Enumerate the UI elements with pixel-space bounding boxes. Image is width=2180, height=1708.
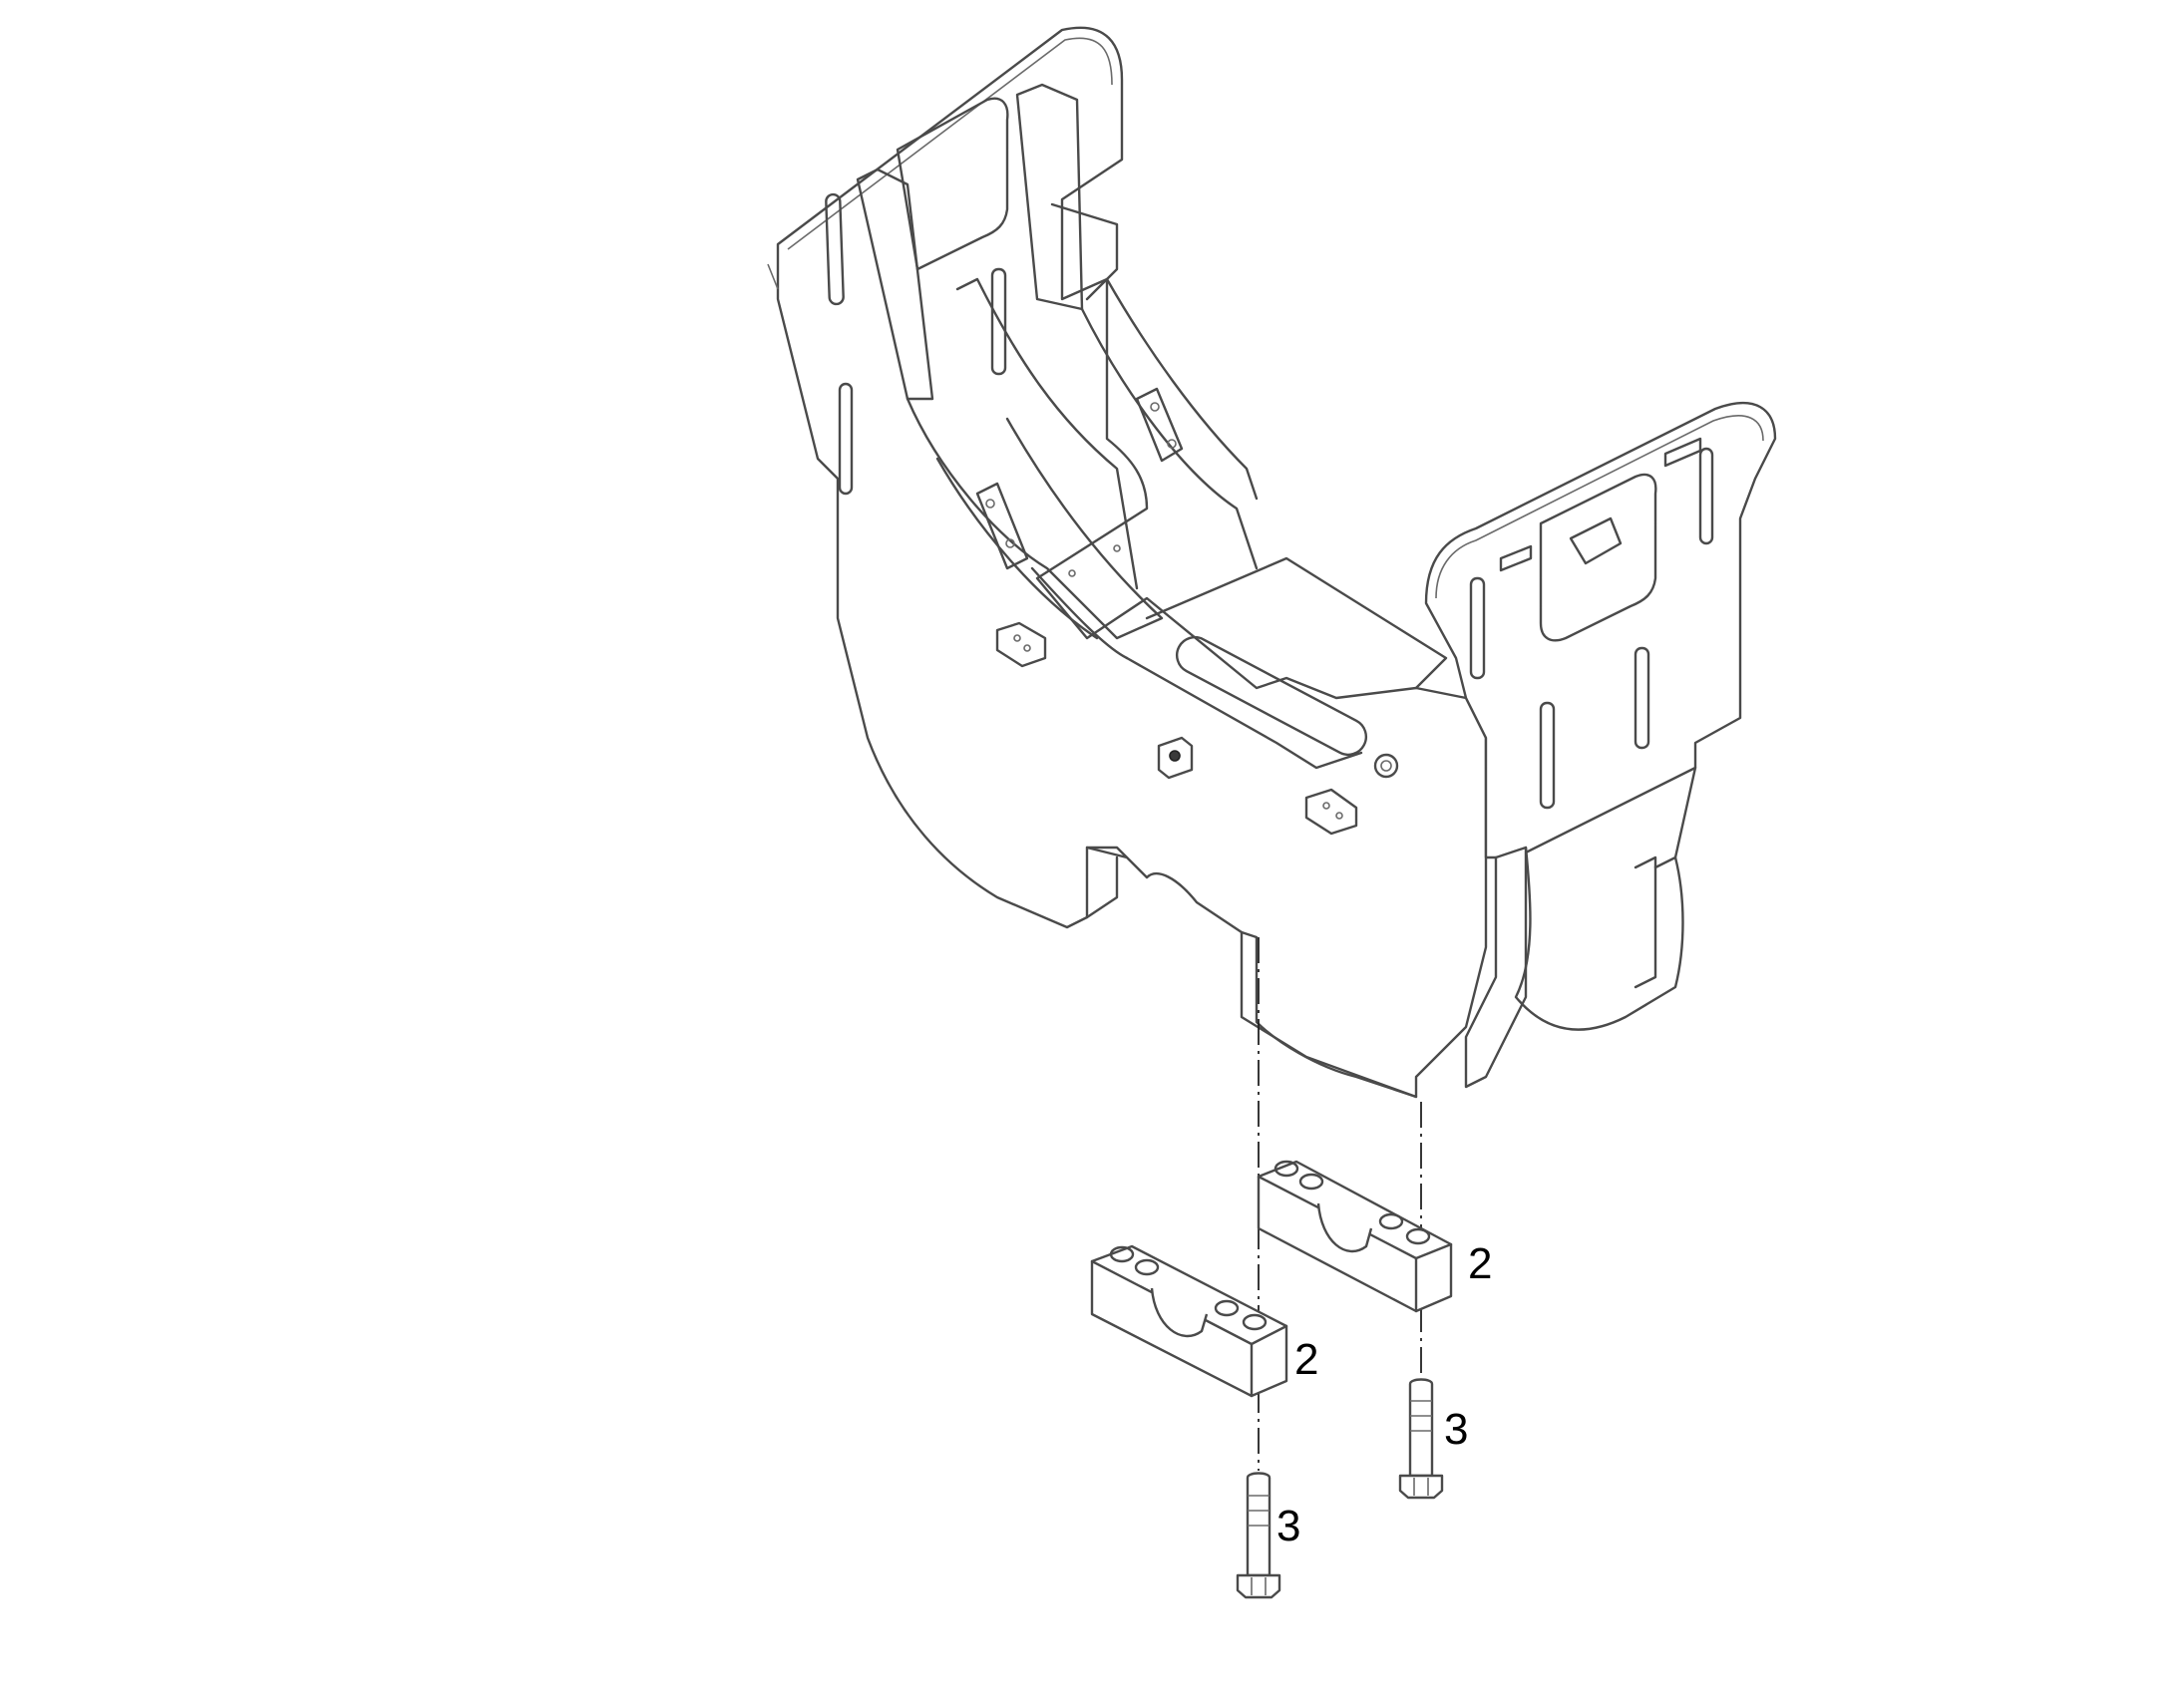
callout-label: 2 <box>1468 1239 1492 1288</box>
callout-label: 3 <box>1444 1405 1468 1454</box>
hex-bolt-left <box>1236 1472 1281 1599</box>
left-side-plate <box>776 26 1488 1099</box>
clamp-half-upper <box>1257 1160 1453 1313</box>
cradle-channel <box>906 397 1164 640</box>
hex-bolt-right <box>1398 1378 1444 1500</box>
callout-label: 2 <box>1294 1335 1318 1384</box>
channel-bracket <box>975 387 1184 577</box>
frame-assembly <box>767 26 1777 1099</box>
callout-label: 3 <box>1276 1502 1300 1550</box>
right-side-plate <box>1424 401 1777 859</box>
clamp-half-lower <box>1090 1244 1288 1398</box>
